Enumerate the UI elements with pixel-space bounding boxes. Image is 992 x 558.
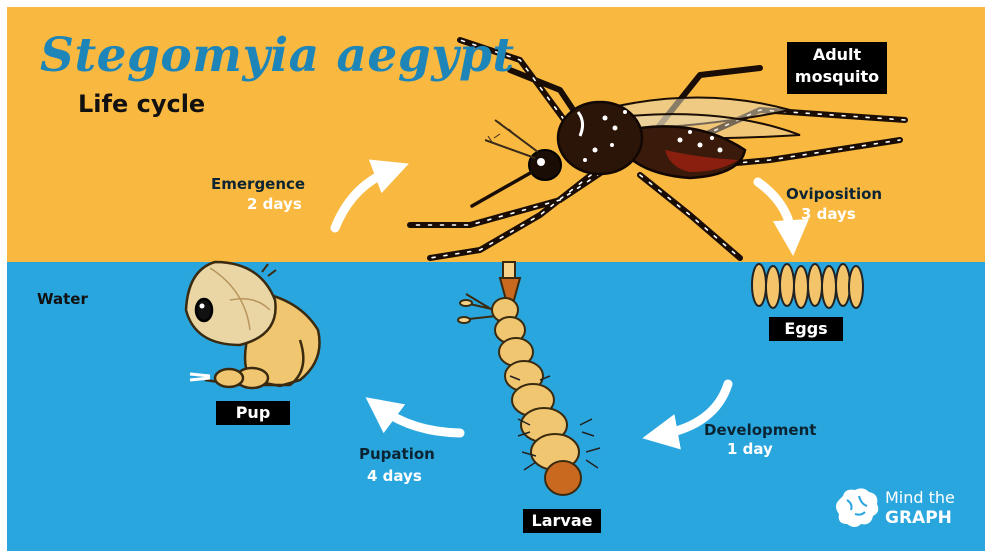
eggs-illustration [752,264,863,308]
brand-line1: Mind the [885,488,955,507]
larvae-label: Larvae [523,509,601,533]
development-label: Development [704,421,816,439]
pupation-arrow [380,408,460,433]
larvae-illustration [458,262,600,495]
adult-mosquito-label: Adult mosquito [787,42,887,94]
pupation-duration: 4 days [367,467,422,485]
emergence-duration: 2 days [247,195,302,213]
water-label: Water [37,290,88,308]
diagram-title: Stegomyia aegypt [40,28,515,83]
adult-label-line2: mosquito [787,66,887,88]
eggs-label: Eggs [769,317,843,341]
pupa-illustration [186,262,320,388]
pup-label: Pup [216,401,290,425]
emergence-arrow [335,170,392,228]
brand-line2: GRAPH [885,508,952,528]
brain-icon [833,486,881,530]
oviposition-label: Oviposition [786,185,882,203]
pupation-label: Pupation [359,445,435,463]
diagram-subtitle: Life cycle [78,90,205,118]
mind-the-graph-logo: Mind the GRAPH [833,486,963,532]
oviposition-duration: 3 days [801,205,856,223]
development-duration: 1 day [727,440,773,458]
emergence-label: Emergence [211,175,305,193]
adult-label-line1: Adult [787,44,887,66]
